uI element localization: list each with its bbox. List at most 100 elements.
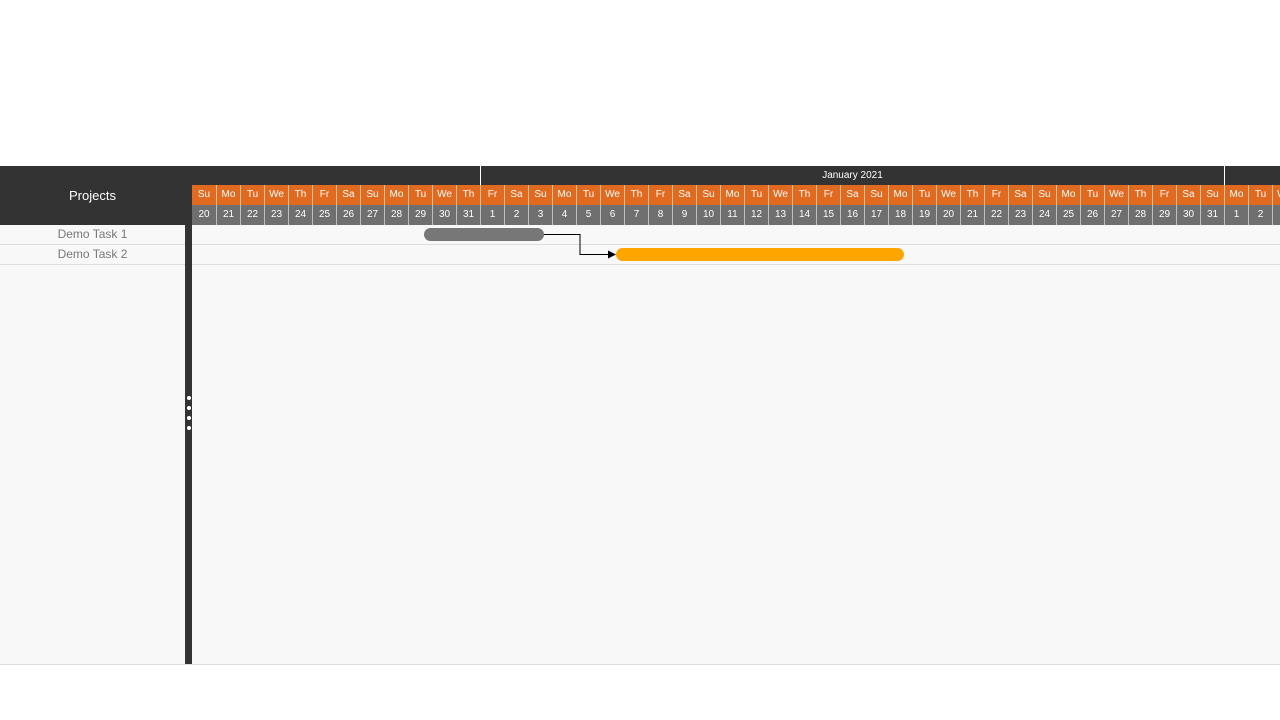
day-name-cell: Fr xyxy=(312,185,336,205)
day-name-cell: Th xyxy=(624,185,648,205)
timeline-row xyxy=(192,245,1280,265)
day-number-cell: 29 xyxy=(1152,205,1176,225)
day-number-cell: 27 xyxy=(1104,205,1128,225)
timeline-row xyxy=(192,225,1280,245)
day-number-cell: 8 xyxy=(648,205,672,225)
day-name-cell: We xyxy=(936,185,960,205)
day-name-cell: Mo xyxy=(216,185,240,205)
day-name-cell: Tu xyxy=(576,185,600,205)
day-number-cell: 6 xyxy=(600,205,624,225)
day-number-cell: 3 xyxy=(1272,205,1280,225)
day-number-cell: 7 xyxy=(624,205,648,225)
day-name-cell: Su xyxy=(528,185,552,205)
day-number-cell: 22 xyxy=(240,205,264,225)
day-number-cell: 2 xyxy=(1248,205,1272,225)
day-number-cell: 23 xyxy=(264,205,288,225)
day-number-cell: 18 xyxy=(888,205,912,225)
month-header-row: January 2021 xyxy=(192,166,1280,185)
day-number-cell: 16 xyxy=(840,205,864,225)
day-name-cell: We xyxy=(1104,185,1128,205)
day-name-cell: We xyxy=(600,185,624,205)
day-number-cell: 26 xyxy=(336,205,360,225)
day-number-cell: 19 xyxy=(912,205,936,225)
day-name-cell: Tu xyxy=(240,185,264,205)
day-name-cell: Sa xyxy=(1008,185,1032,205)
month-header-cell xyxy=(1224,166,1280,185)
day-number-cell: 9 xyxy=(672,205,696,225)
day-name-cell: Sa xyxy=(504,185,528,205)
dependency-link xyxy=(544,234,616,259)
day-number-cell: 27 xyxy=(360,205,384,225)
day-number-cell: 13 xyxy=(768,205,792,225)
day-number-cell: 31 xyxy=(456,205,480,225)
day-name-cell: Th xyxy=(792,185,816,205)
day-name-cell: Mo xyxy=(888,185,912,205)
day-number-cell: 17 xyxy=(864,205,888,225)
day-name-cell: We xyxy=(264,185,288,205)
day-name-cell: Fr xyxy=(816,185,840,205)
day-number-cell: 10 xyxy=(696,205,720,225)
arrow-right-icon xyxy=(608,250,616,259)
day-number-cell: 21 xyxy=(960,205,984,225)
day-name-cell: Sa xyxy=(336,185,360,205)
day-name-cell: Mo xyxy=(720,185,744,205)
day-name-cell: Th xyxy=(288,185,312,205)
pane-splitter[interactable] xyxy=(185,166,192,664)
day-number-cell: 12 xyxy=(744,205,768,225)
day-name-cell: Fr xyxy=(1152,185,1176,205)
day-name-cell: Tu xyxy=(408,185,432,205)
day-name-cell: Fr xyxy=(648,185,672,205)
day-number-cell: 28 xyxy=(1128,205,1152,225)
day-name-cell: Sa xyxy=(840,185,864,205)
day-name-cell: We xyxy=(432,185,456,205)
day-number-cell: 29 xyxy=(408,205,432,225)
day-name-cell: Fr xyxy=(984,185,1008,205)
day-number-cell: 28 xyxy=(384,205,408,225)
drag-grip-icon[interactable] xyxy=(185,394,192,434)
day-number-cell: 22 xyxy=(984,205,1008,225)
day-number-cell: 25 xyxy=(312,205,336,225)
projects-header: Projects xyxy=(0,166,185,225)
day-number-cell: 15 xyxy=(816,205,840,225)
day-name-cell: Tu xyxy=(912,185,936,205)
day-name-cell: Su xyxy=(1032,185,1056,205)
task-bar[interactable] xyxy=(616,248,904,261)
day-number-cell: 11 xyxy=(720,205,744,225)
day-name-cell: Tu xyxy=(1248,185,1272,205)
day-name-cell: Su xyxy=(696,185,720,205)
day-name-cell: Tu xyxy=(744,185,768,205)
day-name-cell: We xyxy=(768,185,792,205)
day-number-cell: 23 xyxy=(1008,205,1032,225)
day-name-cell: Su xyxy=(197,189,211,200)
projects-header-label: Projects xyxy=(69,188,116,203)
day-number-cell: 20 xyxy=(198,209,210,220)
day-number-cell: 31 xyxy=(1200,205,1224,225)
day-name-cell: Su xyxy=(1200,185,1224,205)
day-number-cell: 26 xyxy=(1080,205,1104,225)
day-number-cell: 24 xyxy=(1032,205,1056,225)
day-name-cell: Mo xyxy=(1224,185,1248,205)
task-name-row[interactable]: Demo Task 1 xyxy=(0,225,185,245)
day-name-cell: Th xyxy=(960,185,984,205)
day-number-cell: 1 xyxy=(480,205,504,225)
day-name-cell: Su xyxy=(864,185,888,205)
day-name-cell: Su xyxy=(360,185,384,205)
day-number-cell: 21 xyxy=(216,205,240,225)
month-header-cell: January 2021 xyxy=(480,166,1224,185)
day-name-cell: Mo xyxy=(552,185,576,205)
task-name-row[interactable]: Demo Task 2 xyxy=(0,245,185,265)
task-bar[interactable] xyxy=(424,228,544,241)
day-name-cell: Mo xyxy=(384,185,408,205)
day-name-cell: Tu xyxy=(1080,185,1104,205)
day-number-cell: 20 xyxy=(936,205,960,225)
day-number-cell: 14 xyxy=(792,205,816,225)
day-number-cell: 24 xyxy=(288,205,312,225)
day-name-cell: Sa xyxy=(1176,185,1200,205)
day-number-cell: 1 xyxy=(1224,205,1248,225)
day-number-cell: 4 xyxy=(552,205,576,225)
